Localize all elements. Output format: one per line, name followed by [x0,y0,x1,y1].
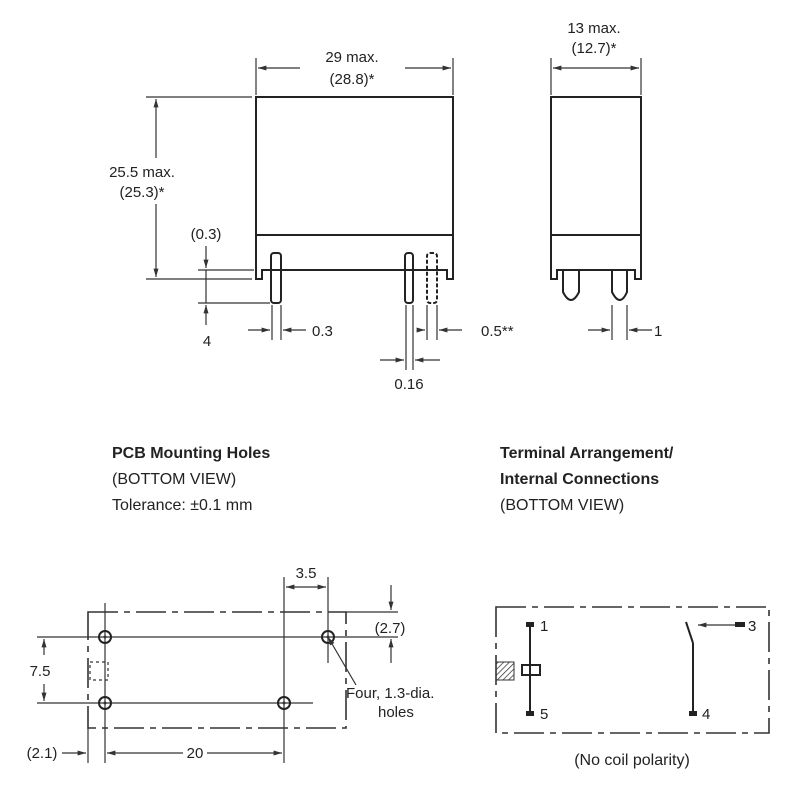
height-label: 25.5 max. [109,164,175,181]
terminal-title-2: Internal Connections [500,471,659,488]
pcb-mounting-holes: 3.5 (2.7) 7.5 Four, 1.3-dia. holes (2.1)… [27,565,434,763]
pin-thickness-label: 0.3 [312,323,333,340]
side-pin-width-label: 1 [654,323,662,340]
pin [562,270,580,301]
hatched-core-icon [495,661,515,681]
coil-icon [521,664,541,676]
width-ref: (28.8)* [329,71,374,88]
pcb-view: (BOTTOM VIEW) [112,471,236,488]
polarity-note: (No coil polarity) [574,752,690,769]
pin-width-label: 0.5** [481,323,514,340]
relay-body-outline [255,96,454,280]
hole [277,696,291,710]
pin-marker [526,711,534,716]
pin [426,252,438,304]
pin-label-5: 5 [540,706,548,723]
depth-label: 13 max. [567,20,620,37]
front-view: 29 max. (28.8)* 25.5 max. (25.3)* (0.3) … [109,49,514,393]
pin-small-label: 0.16 [394,376,423,393]
pin [404,252,414,304]
pin-marker [526,622,534,627]
hole-note-2: holes [378,704,414,721]
pin-label-3: 3 [748,618,756,635]
dim-3-5: 3.5 [296,565,317,582]
side-view: 13 max. (12.7)* 1 [550,20,662,340]
pin-label-1: 1 [540,618,548,635]
terminal-title-1: Terminal Arrangement/ [500,445,674,462]
pin [270,252,282,304]
relay-outline [87,611,347,729]
terminal-view: (BOTTOM VIEW) [500,497,624,514]
pin-label-4: 4 [702,706,710,723]
pcb-tolerance: Tolerance: ±0.1 mm [112,497,252,514]
dim-2-7: (2.7) [375,620,406,637]
height-ref: (25.3)* [119,184,164,201]
depth-ref: (12.7)* [571,40,616,57]
side-body-outline [550,96,642,280]
pin-length-label: 4 [203,333,211,350]
hole [98,696,112,710]
switch-contact-icon [685,621,694,644]
dim-7-5: 7.5 [30,663,51,680]
dim-2-1: (2.1) [27,745,58,762]
width-label: 29 max. [325,49,378,66]
gap-label: (0.3) [191,226,222,243]
terminal-arrangement: 1 5 3 4 (No coil polarity) [495,606,770,769]
dim-20: 20 [187,745,204,762]
pin [611,270,628,301]
hole [98,630,112,644]
pcb-title: PCB Mounting Holes [112,445,270,462]
terminal-outline [495,606,770,734]
hole-note-1: Four, 1.3-dia. [346,685,434,702]
